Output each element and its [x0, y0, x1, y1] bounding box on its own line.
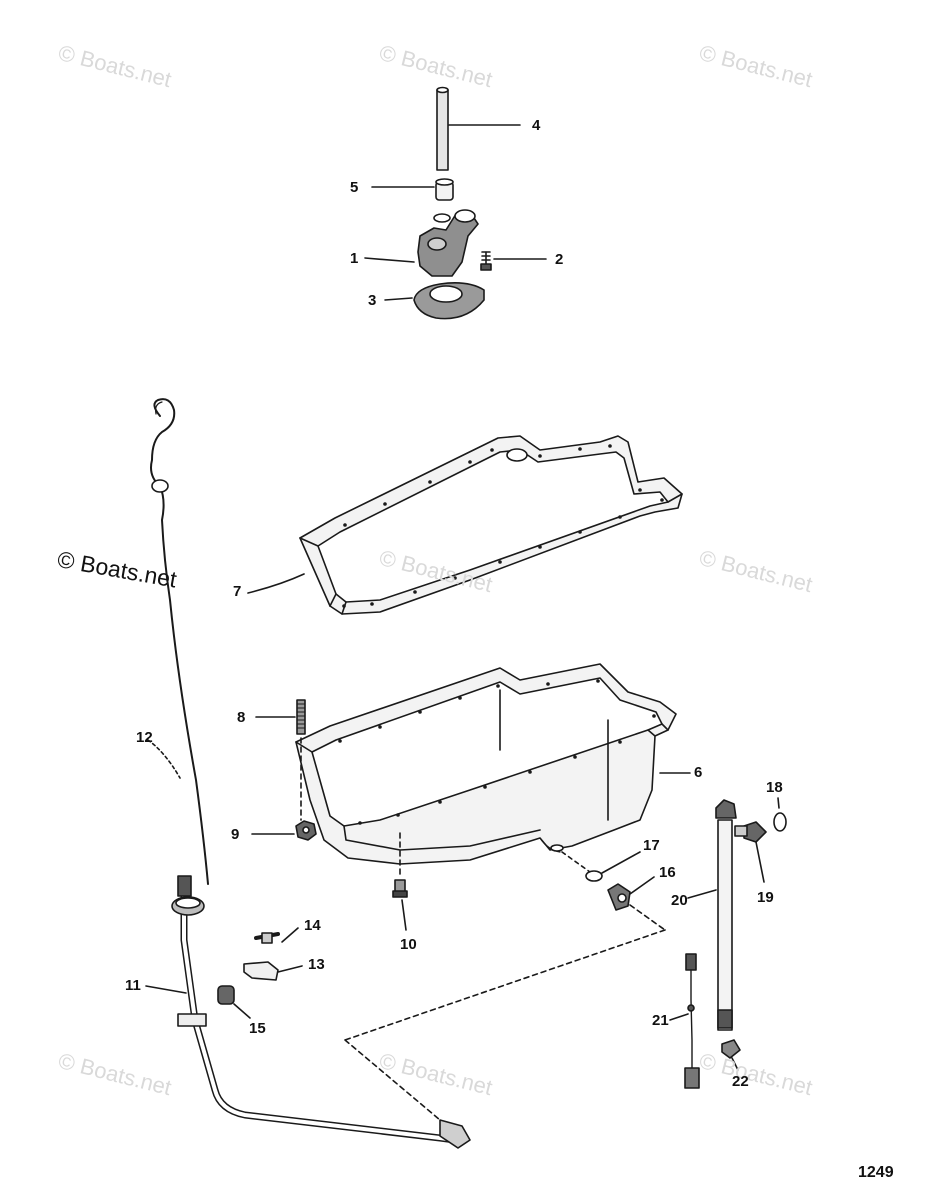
oil-pan-gasket-part — [299, 435, 683, 615]
callout-18: 18 — [766, 779, 783, 796]
callout-7: 7 — [233, 583, 242, 600]
figure-number: 1249 — [858, 1164, 894, 1181]
callout-2: 2 — [555, 251, 564, 268]
callout-10: 10 — [400, 936, 417, 953]
callout-21: 21 — [652, 1012, 669, 1029]
clip-screw-part — [254, 932, 280, 944]
callout-6: 6 — [694, 764, 703, 781]
callout-15: 15 — [249, 1020, 266, 1037]
sleeve-part — [435, 178, 454, 201]
oil-pump-part — [417, 209, 479, 277]
pump-bolt-part — [480, 251, 492, 271]
fitting-part — [734, 821, 767, 843]
oil-pan-part — [295, 663, 677, 865]
drain-plug-part — [607, 883, 631, 911]
dipstick-tube-part — [171, 875, 471, 1149]
callout-4: 4 — [532, 117, 541, 134]
callout-5: 5 — [350, 179, 359, 196]
dipstick-part — [150, 398, 209, 885]
callout-3: 3 — [368, 292, 377, 309]
drain-hose-part — [715, 799, 737, 1031]
drain-washer-part — [585, 870, 603, 882]
clip-part — [243, 961, 279, 981]
sensor-part — [684, 953, 700, 1089]
pickup-screen-part — [413, 282, 485, 320]
pan-holes — [338, 679, 656, 825]
hose-clip-part — [721, 1039, 741, 1059]
callout-1: 1 — [350, 250, 359, 267]
stud-part — [296, 699, 306, 735]
tube-nut-part — [217, 985, 235, 1005]
callout-8: 8 — [237, 709, 246, 726]
callout-20: 20 — [671, 892, 688, 909]
callout-9: 9 — [231, 826, 240, 843]
callout-14: 14 — [304, 917, 321, 934]
nut-part — [295, 820, 317, 841]
callout-22: 22 — [732, 1073, 749, 1090]
callout-11: 11 — [125, 977, 141, 994]
o-ring-part — [773, 812, 787, 832]
callout-17: 17 — [643, 837, 660, 854]
gasket-holes — [342, 444, 664, 608]
pickup-tube-part — [436, 86, 449, 171]
callout-16: 16 — [659, 864, 676, 881]
drain-bolt-part — [392, 879, 408, 898]
callout-13: 13 — [308, 956, 325, 973]
callout-19: 19 — [757, 889, 774, 906]
callout-12: 12 — [136, 729, 153, 746]
